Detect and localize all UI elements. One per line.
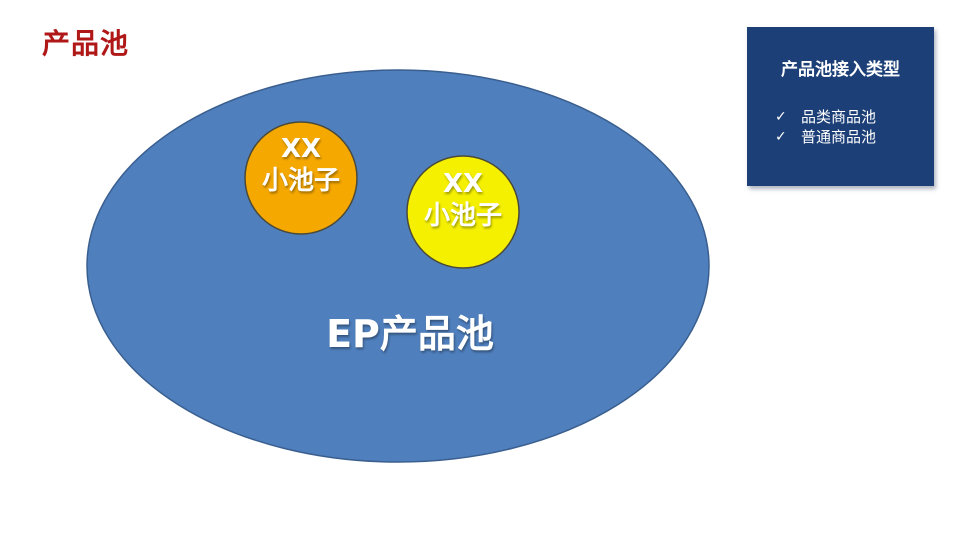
sub-pool-label-orange: XX 小池子 — [245, 133, 357, 197]
access-types-list: ✓ 品类商品池 ✓ 普通商品池 — [775, 107, 876, 147]
sub-pool-circle-yellow — [406, 155, 520, 269]
check-icon: ✓ — [775, 109, 787, 125]
list-item: ✓ 普通商品池 — [775, 127, 876, 147]
ep-product-pool-label: EP产品池 — [326, 312, 494, 356]
slide-title: 产品池 — [42, 27, 130, 60]
sub-pool-label-yellow: XX 小池子 — [407, 168, 519, 232]
ep-product-pool-ellipse — [86, 69, 710, 463]
sub-pool-name: XX — [442, 169, 484, 199]
sub-pool-caption: 小池子 — [261, 166, 340, 196]
list-item-label: 普通商品池 — [801, 128, 877, 146]
sub-pool-circle-orange — [244, 121, 358, 235]
list-item: ✓ 品类商品池 — [775, 107, 876, 127]
check-icon: ✓ — [775, 129, 787, 145]
sub-pool-caption: 小池子 — [423, 201, 502, 231]
sub-pool-name: XX — [280, 134, 322, 164]
list-item-label: 品类商品池 — [801, 108, 877, 126]
access-types-title: 产品池接入类型 — [781, 60, 900, 80]
access-types-box: 产品池接入类型 ✓ 品类商品池 ✓ 普通商品池 — [747, 27, 934, 186]
